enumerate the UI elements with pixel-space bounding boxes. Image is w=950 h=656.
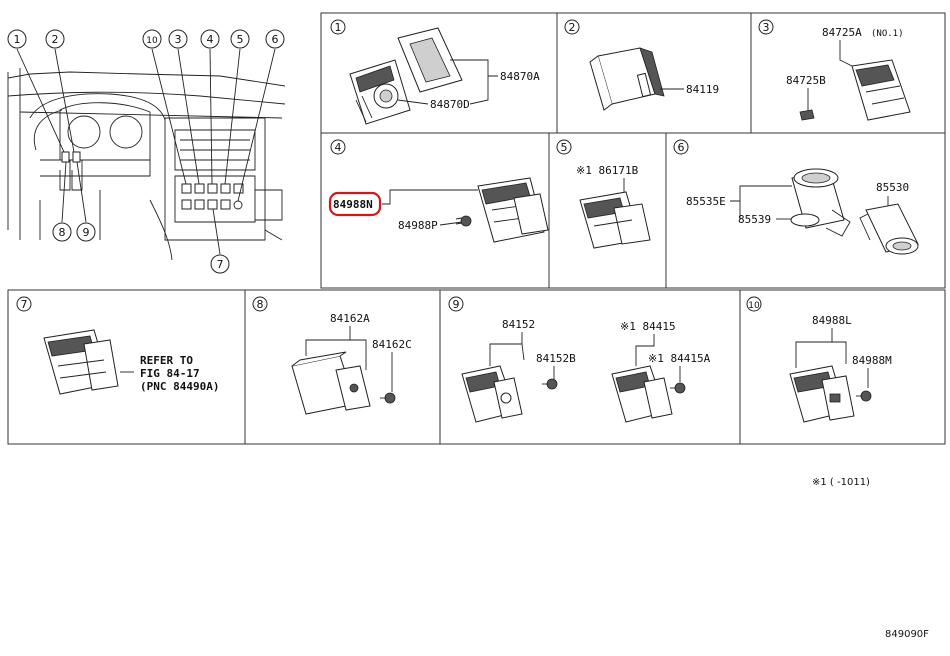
footnote: ※1 ( -1011) [812, 477, 870, 488]
svg-text:1: 1 [14, 33, 21, 46]
callout-3[interactable]: 3 [168, 29, 188, 49]
svg-text:4: 4 [207, 33, 214, 46]
svg-text:6: 6 [272, 33, 279, 46]
part-84415A[interactable]: ※1 84415A [648, 352, 711, 365]
part-84415[interactable]: ※1 84415 [620, 320, 676, 333]
panel-6: 6 85535E 85539 85530 [665, 132, 946, 289]
svg-text:(NO.1): (NO.1) [871, 29, 904, 39]
part-84870D[interactable]: 84870D [430, 98, 470, 111]
svg-text:5: 5 [561, 141, 568, 154]
part-84988M[interactable]: 84988M [852, 354, 892, 367]
refer-line-3: (PNC 84490A) [140, 380, 219, 393]
callout-9[interactable]: 9 [76, 222, 96, 242]
refer-line-1: REFER TO [140, 354, 193, 367]
part-84988P[interactable]: 84988P [398, 219, 438, 232]
part-84152[interactable]: 84152 [502, 318, 535, 331]
svg-text:10: 10 [748, 301, 760, 311]
svg-text:2: 2 [52, 33, 59, 46]
part-84162C[interactable]: 84162C [372, 338, 412, 351]
callout-1[interactable]: 1 [7, 29, 27, 49]
callout-6[interactable]: 6 [265, 29, 285, 49]
svg-text:6: 6 [678, 141, 685, 154]
part-84870A[interactable]: 84870A [500, 70, 540, 83]
panel-1: 1 84870A 84870D [320, 12, 558, 134]
svg-text:7: 7 [217, 258, 224, 271]
svg-text:1: 1 [335, 21, 342, 34]
panel-2: 2 84119 [556, 12, 752, 134]
callout-4[interactable]: 4 [200, 29, 220, 49]
svg-text:4: 4 [335, 141, 342, 154]
svg-text:9: 9 [453, 298, 460, 311]
highlight-ring [328, 191, 382, 217]
svg-text:8: 8 [59, 226, 66, 239]
panel-7: 7 REFER TO FIG 84-17 (PNC 84490A) [7, 289, 246, 445]
part-85530[interactable]: 85530 [876, 181, 909, 194]
part-84988N[interactable]: 84988N [333, 198, 373, 211]
panel-9: 9 84152 84152B ※1 84415 ※1 84415A [439, 289, 741, 445]
svg-text:7: 7 [21, 298, 28, 311]
part-84725A[interactable]: 84725A [822, 26, 862, 39]
svg-text:8: 8 [257, 298, 264, 311]
callout-5[interactable]: 5 [230, 29, 250, 49]
part-85535E[interactable]: 85535E [686, 195, 726, 208]
part-86171B[interactable]: ※1 86171B [576, 164, 639, 177]
panel-5: 5 ※1 86171B [548, 132, 667, 289]
panel-10: 10 84988L 84988M [739, 289, 946, 445]
svg-text:2: 2 [569, 21, 576, 34]
svg-text:10: 10 [146, 36, 158, 46]
callout-8[interactable]: 8 [52, 222, 72, 242]
part-84119[interactable]: 84119 [686, 83, 719, 96]
callout-7[interactable]: 7 [210, 254, 230, 274]
figure-code: 849090F [885, 629, 929, 640]
part-85539[interactable]: 85539 [738, 213, 771, 226]
callout-10[interactable]: 10 [142, 29, 162, 49]
svg-text:5: 5 [237, 33, 244, 46]
callout-2[interactable]: 2 [45, 29, 65, 49]
svg-text:9: 9 [83, 226, 90, 239]
svg-text:3: 3 [763, 21, 770, 34]
panel-4: 4 84988N 84988P [320, 132, 550, 289]
part-84162A[interactable]: 84162A [330, 312, 370, 325]
panel-8: 8 84162A 84162C [244, 289, 441, 445]
part-84988L[interactable]: 84988L [812, 314, 852, 327]
panel-3: 3 84725A (NO.1) 84725B [750, 12, 946, 134]
part-84152B[interactable]: 84152B [536, 352, 576, 365]
dashboard-overview: 1 2 10 3 4 5 6 8 9 7 [7, 29, 286, 274]
refer-line-2[interactable]: FIG 84-17 [140, 367, 200, 380]
part-84725B[interactable]: 84725B [786, 74, 826, 87]
svg-text:3: 3 [175, 33, 182, 46]
